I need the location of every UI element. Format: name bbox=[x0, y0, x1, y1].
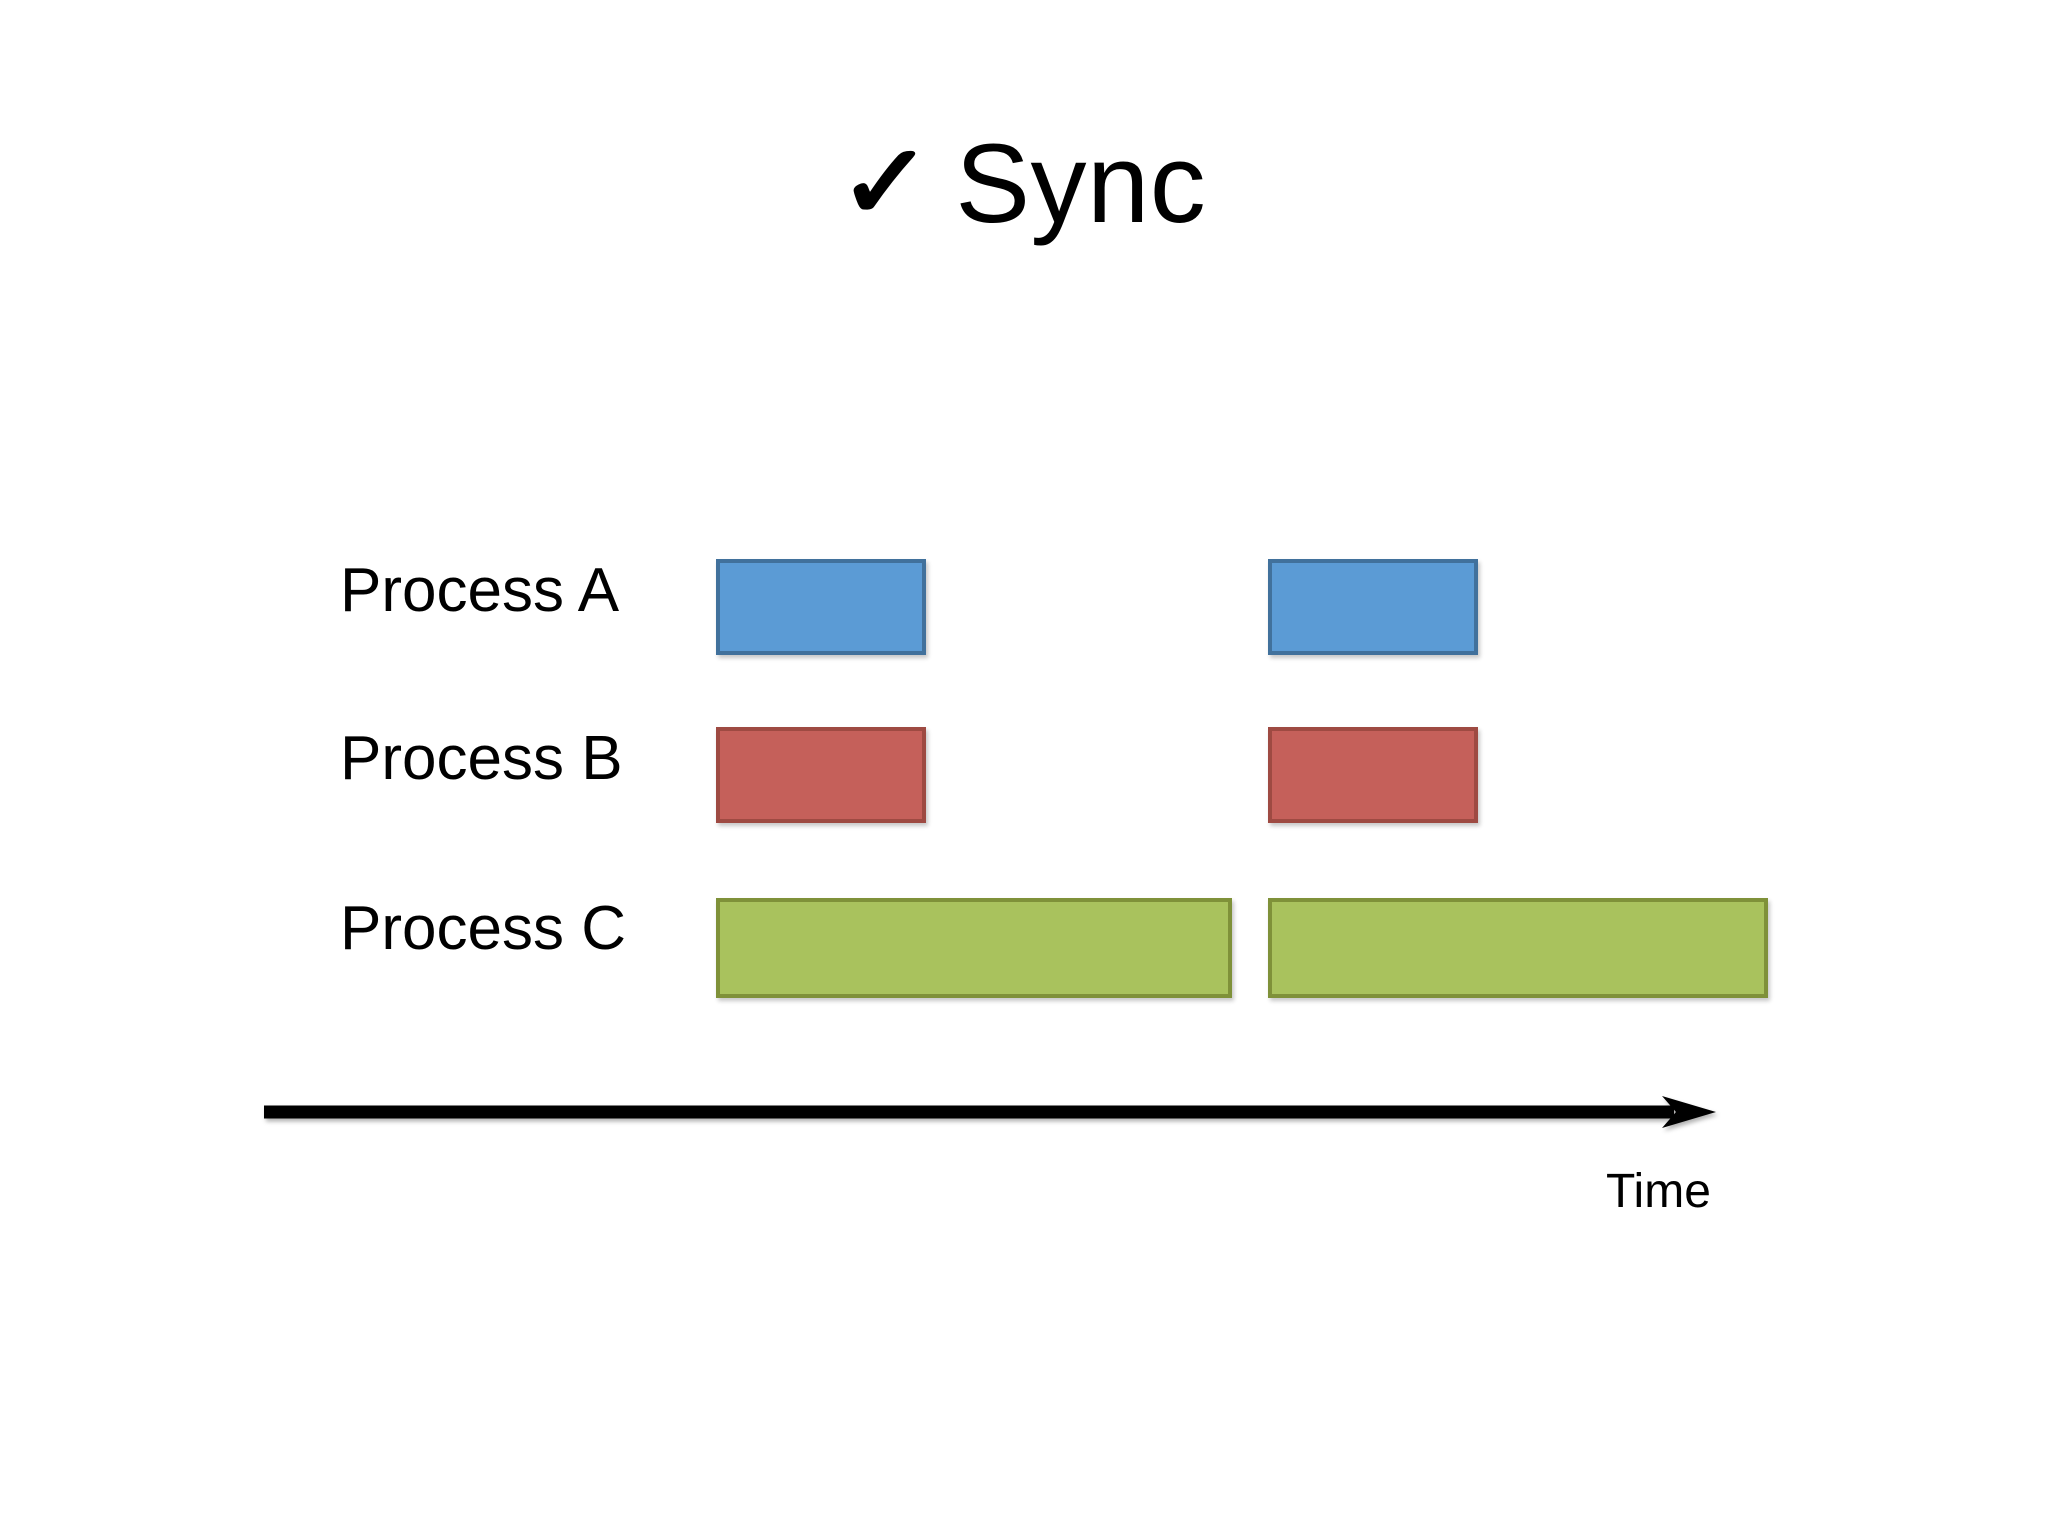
page-title: ✓Sync bbox=[0, 128, 2048, 240]
process-a-bar-2 bbox=[1268, 559, 1478, 655]
process-c-label: Process C bbox=[340, 894, 626, 963]
process-b-label: Process B bbox=[340, 724, 623, 793]
time-axis-arrow bbox=[264, 1096, 1716, 1136]
time-axis-label: Time bbox=[1606, 1165, 1711, 1218]
title-text: Sync bbox=[955, 121, 1207, 246]
process-a-bar-1 bbox=[716, 559, 926, 655]
process-a-label: Process A bbox=[340, 556, 620, 625]
process-b-bar-2 bbox=[1268, 727, 1478, 823]
process-c-bar-2 bbox=[1268, 898, 1768, 998]
process-b-bar-1 bbox=[716, 727, 926, 823]
process-c-bar-1 bbox=[716, 898, 1232, 998]
checkmark-icon: ✓ bbox=[838, 125, 933, 241]
